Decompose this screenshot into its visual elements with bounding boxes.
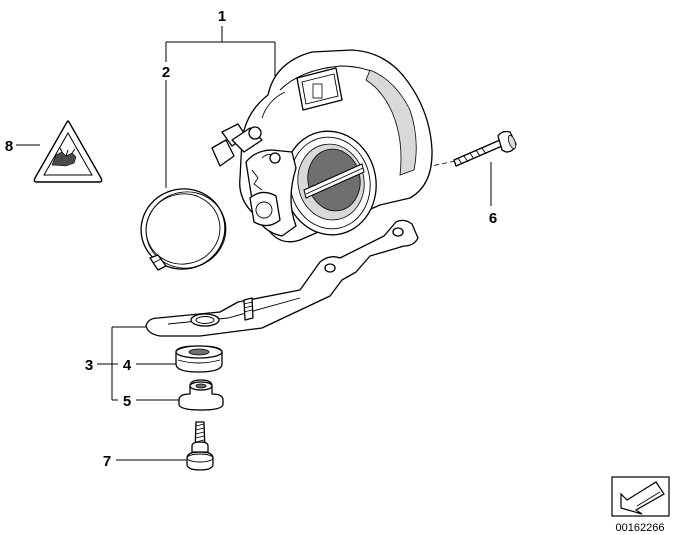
- callout-5: 5: [123, 393, 131, 410]
- reference-number: 00162266: [616, 522, 665, 534]
- callout-3: 3: [85, 357, 93, 374]
- long-bolt: [453, 130, 517, 167]
- callout-8: 8: [5, 138, 13, 155]
- mounting-bracket: [145, 219, 419, 337]
- warning-triangle-icon: [33, 120, 103, 183]
- throttle-body: [211, 49, 433, 243]
- flange-bolt: [186, 421, 214, 471]
- navigation-arrow-icon[interactable]: [611, 476, 670, 517]
- spacer-bushing: [178, 379, 224, 411]
- ring-clamp: [140, 188, 227, 271]
- leader-lines: [16, 26, 492, 461]
- callout-7: 7: [103, 453, 111, 470]
- callout-6: 6: [489, 210, 497, 227]
- rubber-grommet: [175, 345, 223, 373]
- callout-4: 4: [123, 357, 132, 374]
- callout-1: 1: [218, 8, 226, 25]
- callout-2: 2: [162, 64, 170, 81]
- callout-labels: 1 2 3 4 5 6 7 8: [5, 8, 497, 470]
